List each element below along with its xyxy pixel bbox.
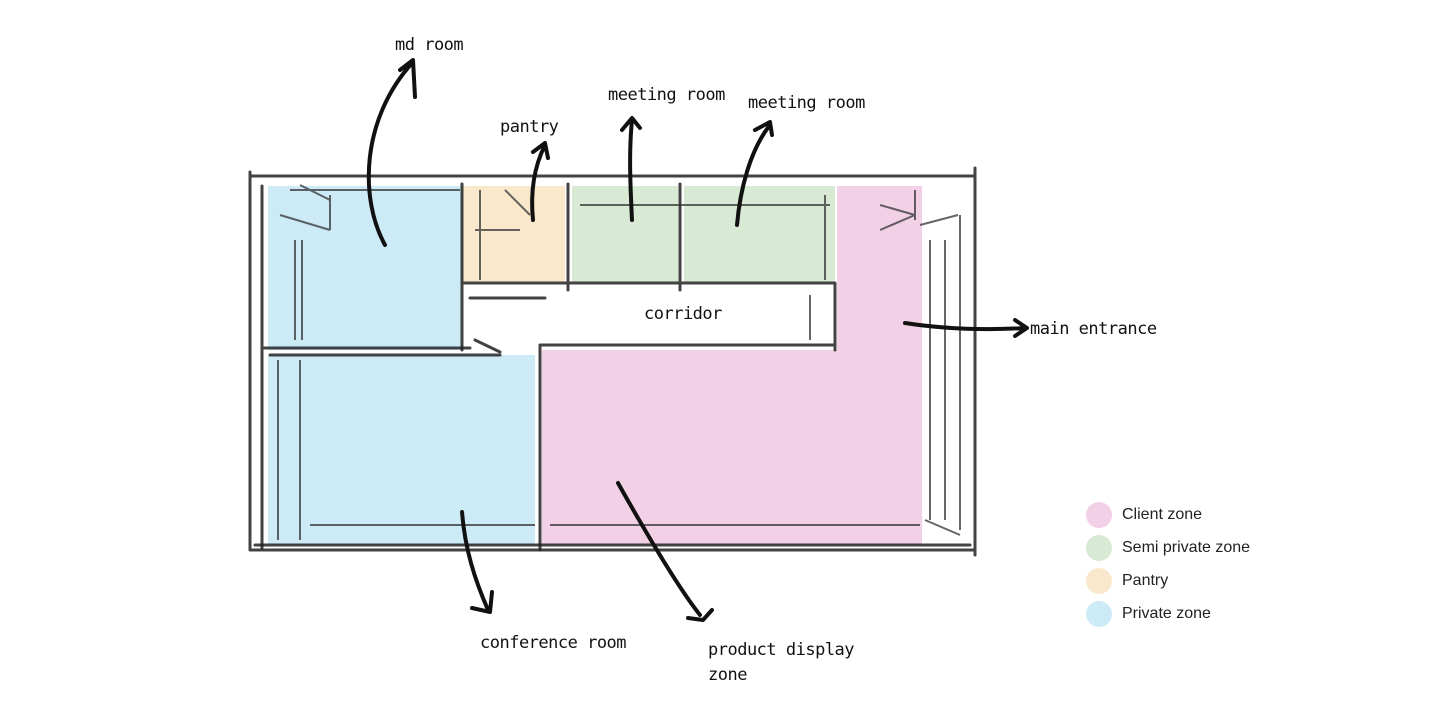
legend-item-semi-private: Semi private zone [1086, 531, 1250, 564]
legend-label: Private zone [1122, 604, 1211, 622]
legend-item-client: Client zone [1086, 498, 1250, 531]
arrow-meeting-2 [735, 120, 774, 227]
client-zone-swatch [1086, 501, 1112, 528]
arrow-pantry [530, 141, 550, 222]
zone-conference-room [268, 355, 535, 545]
private-zone-swatch [1086, 600, 1112, 627]
label-product-display: product display [708, 640, 854, 660]
walls [248, 166, 977, 557]
legend: Client zone Semi private zone Pantry Pri… [1086, 498, 1250, 630]
label-meeting-room-1: meeting room [608, 85, 725, 105]
legend-item-private: Private zone [1086, 597, 1250, 630]
arrow-meeting-1 [620, 116, 642, 222]
arrow-main-entrance [903, 318, 1029, 338]
arrow-product-display [616, 481, 714, 622]
label-md-room: md room [395, 35, 463, 55]
semi-private-zone-swatch [1086, 534, 1112, 561]
zone-pantry [462, 186, 565, 282]
label-corridor: corridor [644, 304, 722, 324]
label-pantry: pantry [500, 117, 559, 137]
legend-item-pantry: Pantry [1086, 564, 1250, 597]
legend-label: Semi private zone [1122, 538, 1251, 556]
zone-meeting-room-1 [572, 186, 678, 282]
zone-meeting-room-2 [684, 186, 835, 282]
label-conference-room: conference room [480, 633, 626, 653]
label-main-entrance: main entrance [1030, 319, 1157, 339]
arrow-conference [460, 510, 494, 614]
annotation-arrows [366, 58, 1029, 622]
label-meeting-room-2: meeting room [748, 93, 865, 113]
legend-label: Pantry [1122, 571, 1169, 589]
zone-entrance [837, 186, 922, 352]
pantry-swatch [1086, 567, 1112, 594]
zone-md-room [268, 186, 462, 350]
legend-label: Client zone [1122, 505, 1203, 523]
zone-product-display [542, 350, 922, 545]
arrow-md-room [366, 58, 417, 247]
label-product-display-zone: zone [708, 665, 747, 685]
